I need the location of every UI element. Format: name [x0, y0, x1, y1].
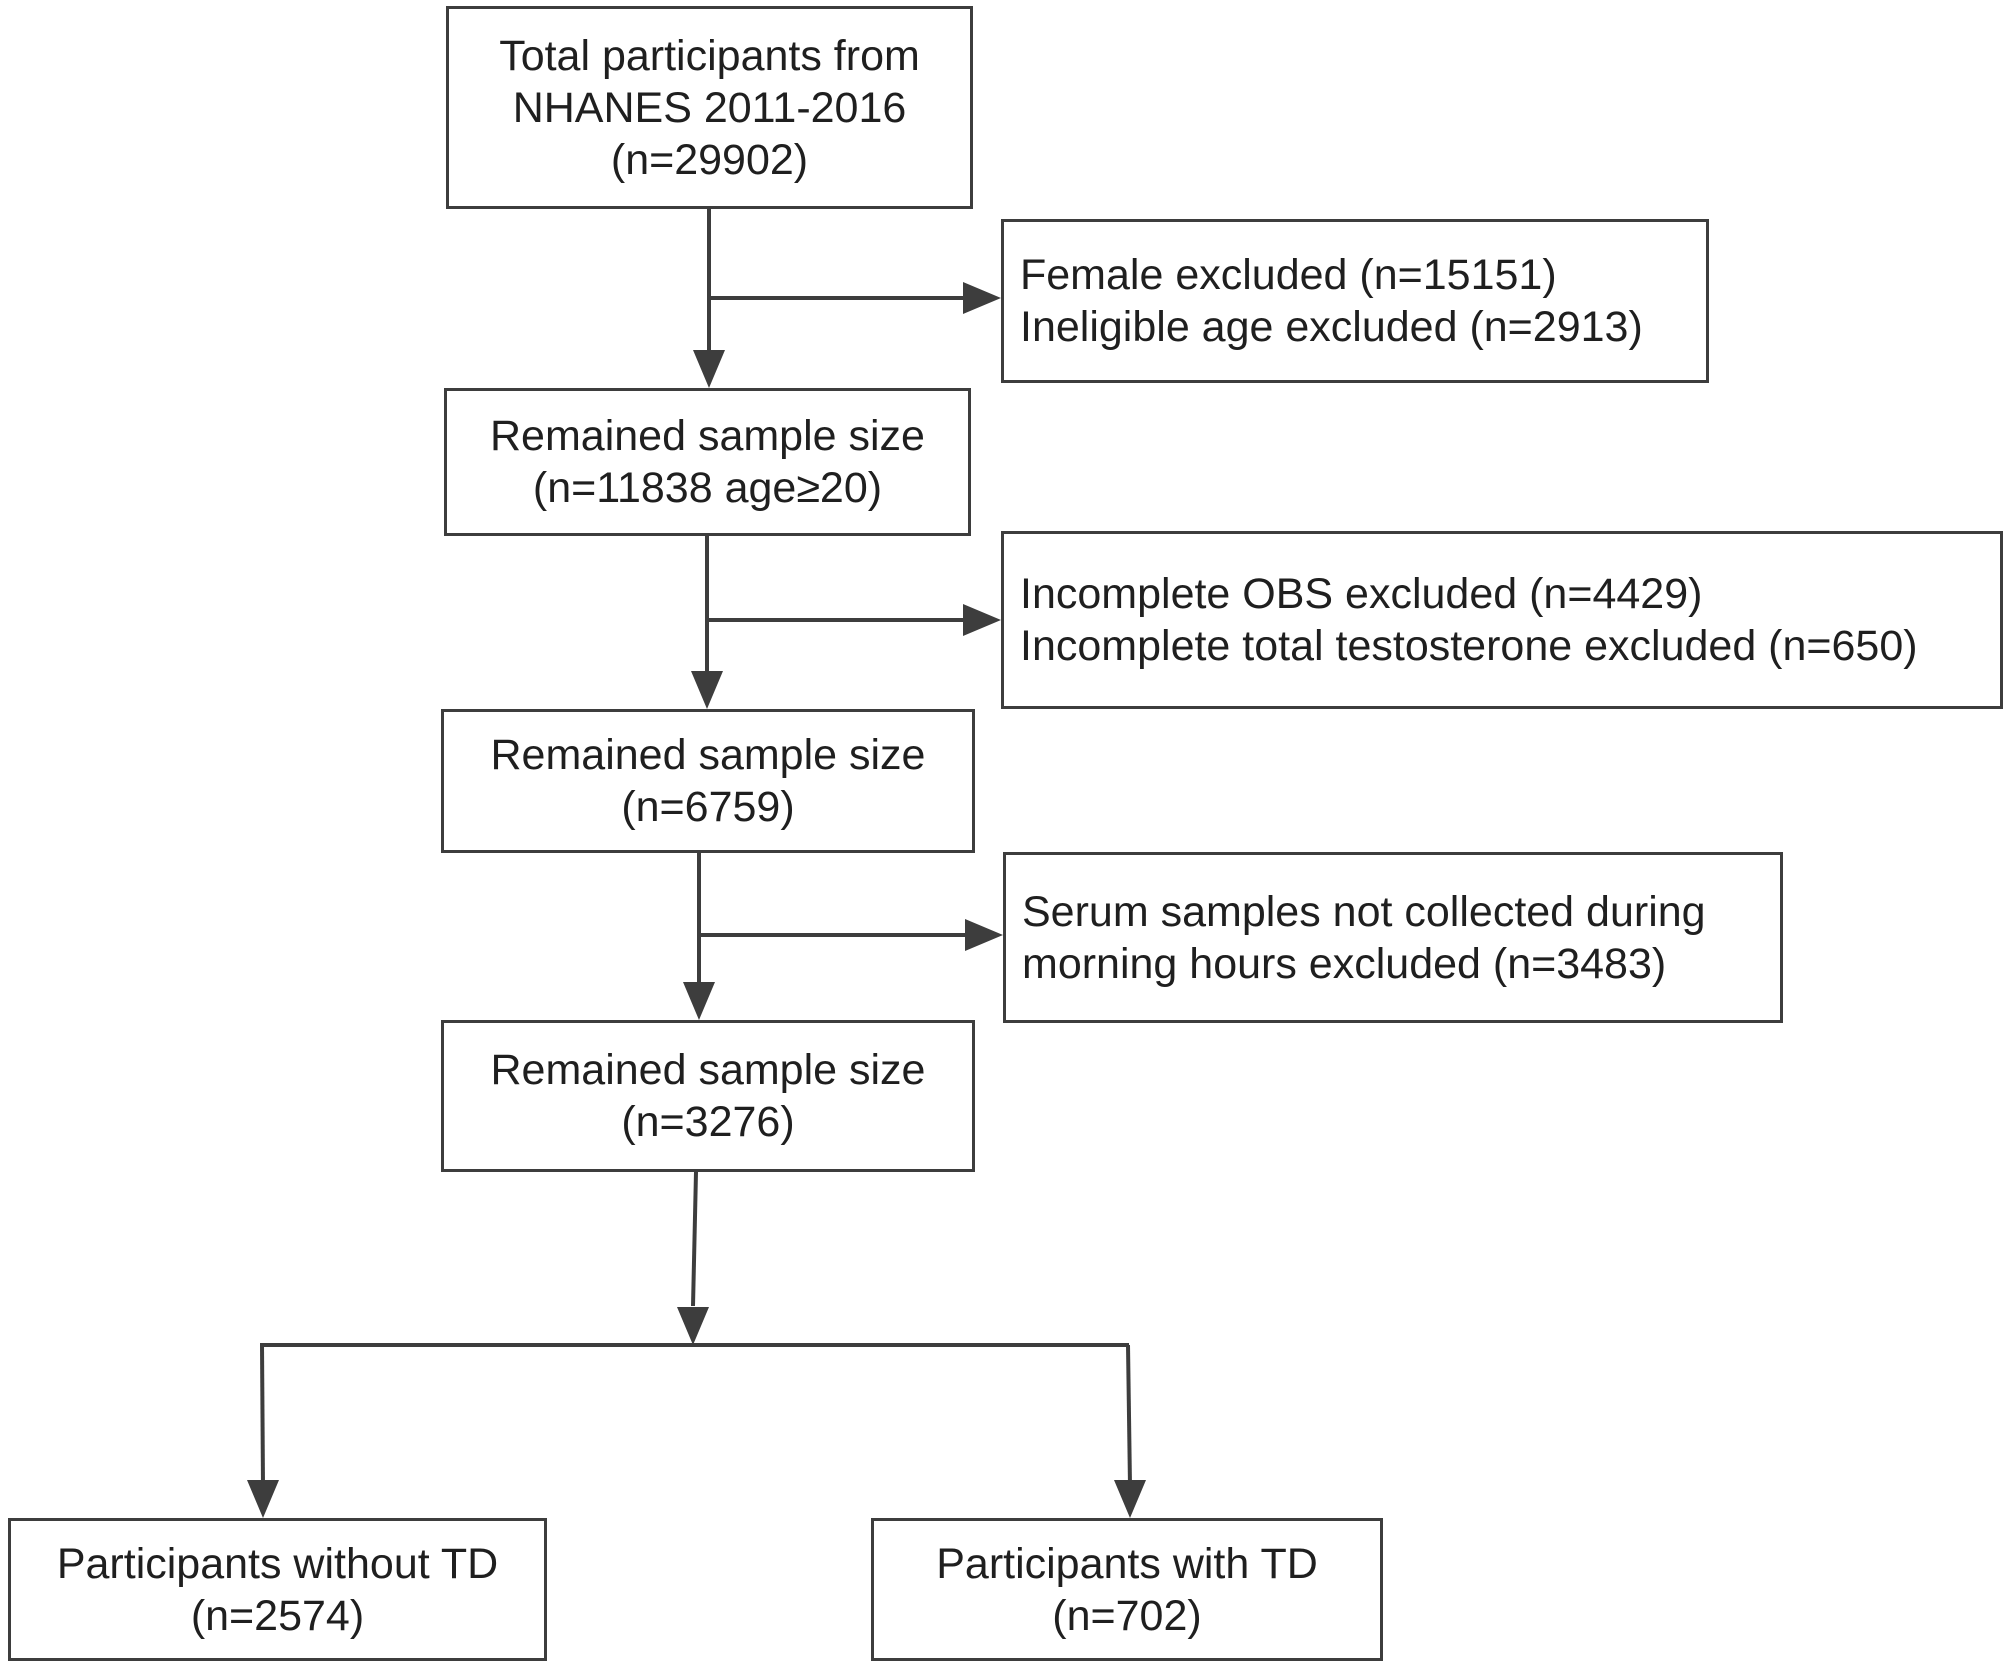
box-line: Total participants from — [499, 31, 920, 80]
connector-line — [691, 1171, 698, 1307]
exclusion-box-2: Incomplete OBS excluded (n=4429) Incompl… — [1001, 531, 2003, 709]
box-line: (n=11838 age≥20) — [532, 464, 883, 512]
arrow-down-icon — [1114, 1480, 1146, 1518]
box-line: Participants without TD — [56, 1539, 499, 1588]
remained-sample-box-2: Remained sample size (n=6759) — [441, 709, 975, 853]
connector-line — [260, 1344, 265, 1487]
exclusion-box-3: Serum samples not collected during morni… — [1003, 852, 1783, 1023]
arrow-down-icon — [691, 671, 723, 709]
participants-without-td-box: Participants without TD (n=2574) — [8, 1518, 547, 1661]
box-line: (n=2574) — [190, 1591, 365, 1640]
box-line: (n=702) — [1052, 1591, 1202, 1640]
arrow-right-icon — [963, 282, 1001, 314]
arrow-right-icon — [963, 604, 1001, 636]
box-line: Remained sample size — [490, 1046, 926, 1094]
box-line: Incomplete OBS excluded (n=4429) — [1020, 570, 1703, 618]
box-line: Participants with TD — [936, 1539, 1318, 1588]
arrow-down-icon — [693, 350, 725, 388]
box-line: Remained sample size — [490, 731, 926, 779]
box-line: (n=6759) — [621, 783, 795, 831]
box-line: Female excluded (n=15151) — [1020, 251, 1557, 299]
box-line: NHANES 2011-2016 — [512, 83, 907, 132]
box-line: (n=29902) — [610, 135, 809, 184]
box-line: Remained sample size — [490, 412, 925, 460]
exclusion-box-1: Female excluded (n=15151) Ineligible age… — [1001, 219, 1709, 383]
box-line: Ineligible age excluded (n=2913) — [1020, 303, 1643, 351]
participants-with-td-box: Participants with TD (n=702) — [871, 1518, 1383, 1661]
total-participants-box: Total participants from NHANES 2011-2016… — [446, 6, 973, 209]
arrow-down-icon — [247, 1480, 279, 1518]
box-line: morning hours excluded (n=3483) — [1022, 939, 1667, 988]
remained-sample-box-1: Remained sample size (n=11838 age≥20) — [444, 388, 971, 536]
box-line: (n=3276) — [621, 1098, 795, 1146]
connector-line — [1126, 1344, 1132, 1487]
box-line: Incomplete total testosterone excluded (… — [1020, 622, 1918, 670]
remained-sample-box-3: Remained sample size (n=3276) — [441, 1020, 975, 1172]
arrow-down-icon — [677, 1307, 709, 1345]
box-line: Serum samples not collected during — [1022, 887, 1706, 936]
arrow-down-icon — [683, 982, 715, 1020]
arrow-right-icon — [965, 919, 1003, 951]
